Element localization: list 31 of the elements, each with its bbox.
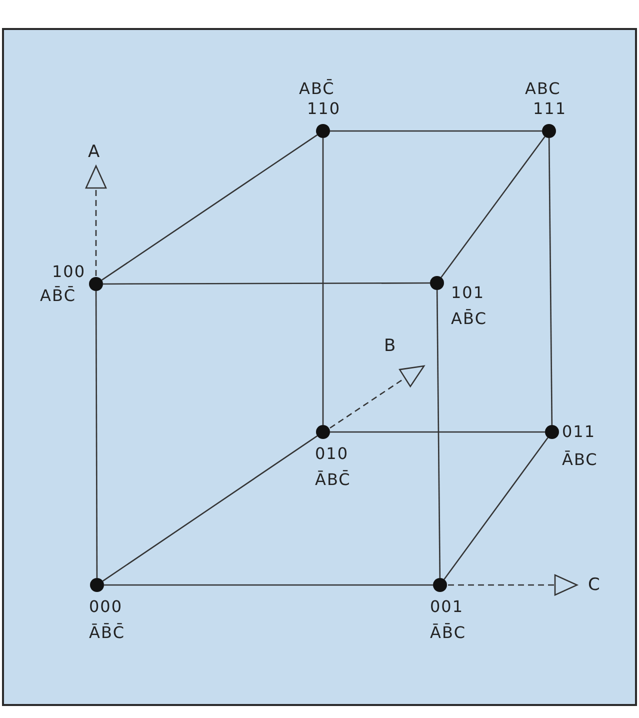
vertex-label: 100 — [52, 262, 86, 282]
vertex-label: AB̄C̄ — [40, 286, 76, 306]
cube-edge — [95, 291, 98, 578]
vertex-label: 000 — [89, 597, 123, 617]
vertex-label: AB̄C — [451, 309, 488, 329]
cube-edge — [440, 136, 546, 278]
vertex-label: ABC̄ — [299, 79, 335, 99]
vertex-label: 111 — [533, 99, 567, 119]
cube-edge — [102, 435, 318, 582]
cube-edge — [444, 437, 548, 580]
axis-label: A — [88, 142, 100, 162]
vertex-label: 101 — [451, 283, 485, 303]
vertex-label: 010 — [315, 444, 349, 464]
axis-label: B — [384, 336, 396, 356]
vertex-label: 001 — [430, 597, 464, 617]
cube-edge — [101, 134, 318, 281]
vertex-label: ĀBC — [562, 450, 598, 470]
vertex-label: ABC — [525, 79, 561, 99]
vertex-label: ĀBC̄ — [315, 470, 351, 490]
vertex-label: 011 — [562, 422, 596, 442]
cube-edge — [103, 282, 430, 285]
vertex-label: 110 — [307, 99, 341, 119]
cube-edge — [104, 584, 433, 586]
axis-label: C — [588, 575, 600, 595]
cube-edge — [322, 138, 324, 425]
cube-edge — [436, 290, 441, 578]
cube-edge — [330, 130, 542, 132]
vertex-label: ĀB̄C — [430, 623, 466, 643]
cube-edge — [330, 431, 545, 433]
vertex-label: ĀB̄C̄ — [89, 623, 126, 643]
cube-edge — [548, 138, 553, 425]
